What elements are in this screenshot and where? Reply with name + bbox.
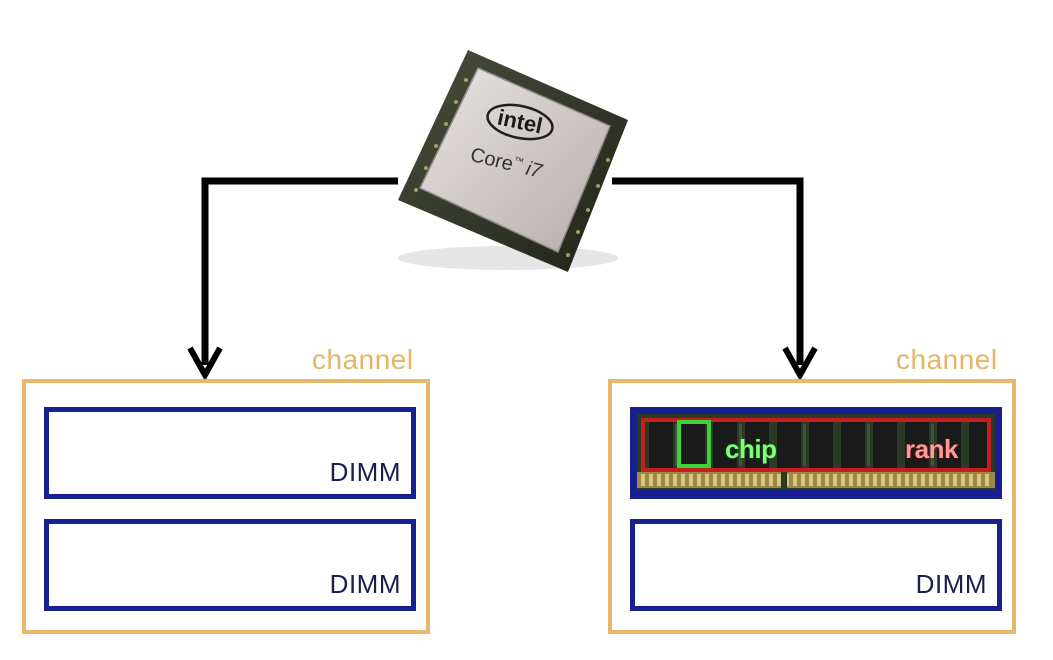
channel-label-right: channel [896,344,998,375]
cpu-chip: intel Core™i7 [398,50,628,272]
channel-label-left: channel [312,344,414,375]
cpu-heat-spreader [418,67,611,254]
dimm-left-2: DIMM [44,519,416,611]
channel-left: DIMM DIMM [22,379,430,634]
dimm-left-1: DIMM [44,407,416,499]
right-arrowhead [782,346,818,382]
cpu-model-tm: ™ [512,155,524,168]
rank-label: rank [905,434,958,464]
intel-logo-oval [486,103,554,141]
dimm-label: DIMM [329,569,401,599]
cpu-model-suffix: i7 [524,158,545,183]
left-connector [201,177,398,365]
dimm-right-2: DIMM [630,519,1002,611]
chip-label: chip [725,434,777,464]
right-connector [612,177,804,365]
chip-highlight [677,420,711,468]
dimm-right-1-module: chip rank [630,407,1002,499]
rank-highlight [641,418,991,472]
left-arrowhead [187,346,223,382]
channel-right: chip rank DIMM [608,379,1016,634]
dimm-label: DIMM [915,569,987,599]
dimm-label: DIMM [329,457,401,487]
memory-module-image [637,414,995,490]
